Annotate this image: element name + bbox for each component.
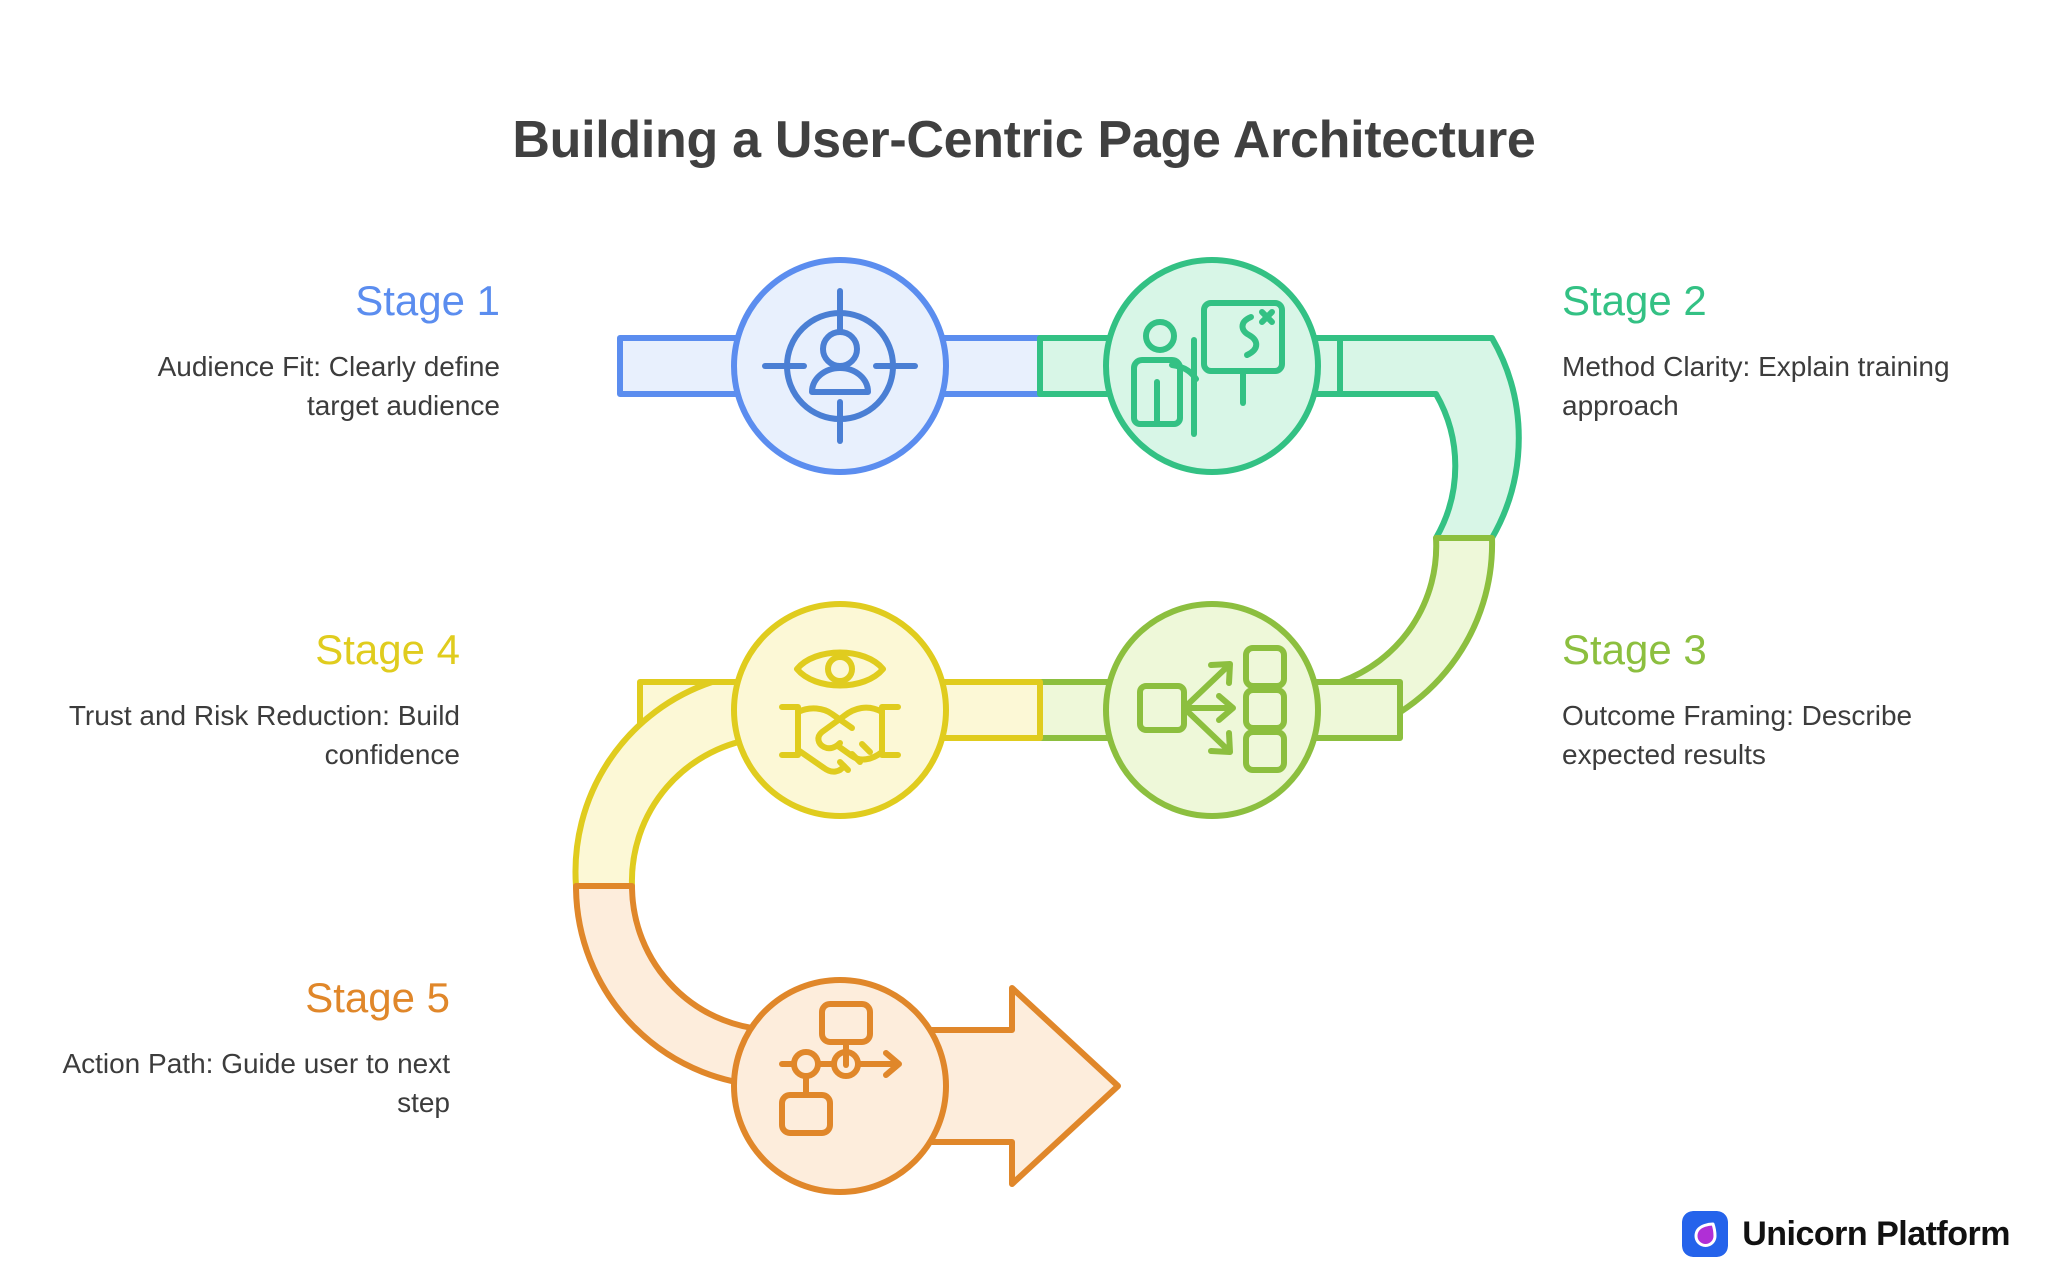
stage-node-1[interactable] [731, 257, 949, 475]
unicorn-droplet-logo-icon [1682, 1211, 1729, 1257]
eye-handshake-icon [779, 649, 901, 775]
stage-1-description: Audience Fit: Clearly define target audi… [157, 351, 500, 421]
connector-stage2-stage3 [1337, 334, 1522, 741]
stage-3-label: Stage 3 [1562, 626, 1707, 673]
stage-1-text-block: Stage 1 Audience Fit: Clearly define tar… [100, 277, 500, 425]
stage-node-3[interactable] [1103, 601, 1321, 819]
flow-path-arrow-icon [779, 1001, 902, 1136]
stage-2-text-block: Stage 2 Method Clarity: Explain training… [1562, 277, 1962, 425]
stage-5-description: Action Path: Guide user to next step [62, 1048, 450, 1118]
stage-1-label: Stage 1 [355, 277, 500, 324]
brand-name: Unicorn Platform [1742, 1214, 2010, 1253]
stage-5-circle[interactable] [731, 977, 949, 1195]
connector-stage4-stage5 [572, 679, 779, 1089]
brand-logo: Unicorn Platform [1682, 1211, 2010, 1257]
presenter-whiteboard-icon [1131, 300, 1285, 437]
stage-4-description: Trust and Risk Reduction: Build confiden… [68, 700, 460, 770]
stage-5-label: Stage 5 [305, 974, 450, 1021]
page-title: Building a User-Centric Page Architectur… [512, 111, 1536, 169]
band-curve-stage2 [1337, 334, 1522, 541]
stage-node-4[interactable] [731, 601, 949, 819]
stage-4-text-block: Stage 4 Trust and Risk Reduction: Build … [60, 626, 460, 774]
stage-node-2[interactable] [1103, 257, 1321, 475]
stage-node-5[interactable] [731, 977, 949, 1195]
branching-outcomes-icon [1137, 645, 1287, 773]
stage-3-text-block: Stage 3 Outcome Framing: Describe expect… [1562, 626, 1962, 774]
stage-4-circle[interactable] [731, 601, 949, 819]
stage-5-text-block: Stage 5 Action Path: Guide user to next … [50, 974, 450, 1122]
stage-2-description: Method Clarity: Explain training approac… [1562, 351, 1950, 421]
stage-4-label: Stage 4 [315, 626, 460, 673]
stage-2-label: Stage 2 [1562, 277, 1707, 324]
stage-2-circle[interactable] [1103, 257, 1321, 475]
target-user-icon [762, 288, 918, 444]
stage-3-description: Outcome Framing: Describe expected resul… [1562, 700, 1913, 770]
